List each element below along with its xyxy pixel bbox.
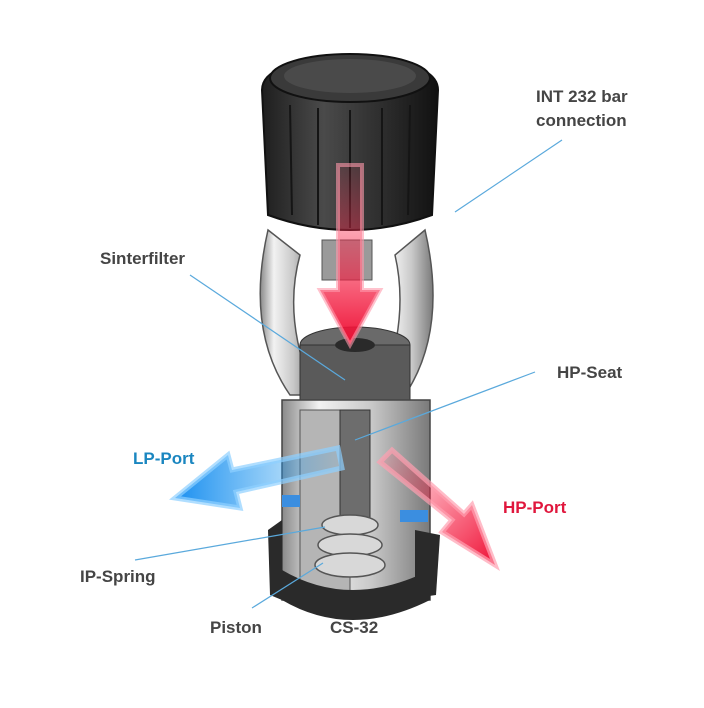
label-hp-port: HP-Port xyxy=(503,498,567,517)
label-sinterfilter: Sinterfilter xyxy=(100,249,186,268)
leader-int-connection xyxy=(454,139,563,213)
leader-hp-seat xyxy=(354,371,536,441)
label-model: CS-32 xyxy=(330,618,379,637)
leader-lines xyxy=(134,139,563,609)
lp-port-arrow xyxy=(169,445,345,512)
label-piston: Piston xyxy=(210,618,262,637)
label-int-connection-line2: connection xyxy=(536,111,627,130)
label-ip-spring: IP-Spring xyxy=(80,567,156,586)
leader-piston xyxy=(251,562,324,609)
hp-port-arrow xyxy=(376,446,500,572)
handwheel-knob xyxy=(260,53,440,231)
label-int-connection-line1: INT 232 bar xyxy=(536,87,628,106)
leader-ip-spring xyxy=(134,526,326,561)
label-lp-port: LP-Port xyxy=(133,449,195,468)
label-hp-seat: HP-Seat xyxy=(557,363,623,382)
leader-sinterfilter xyxy=(189,274,346,381)
hp-inflow-arrow xyxy=(316,163,384,350)
